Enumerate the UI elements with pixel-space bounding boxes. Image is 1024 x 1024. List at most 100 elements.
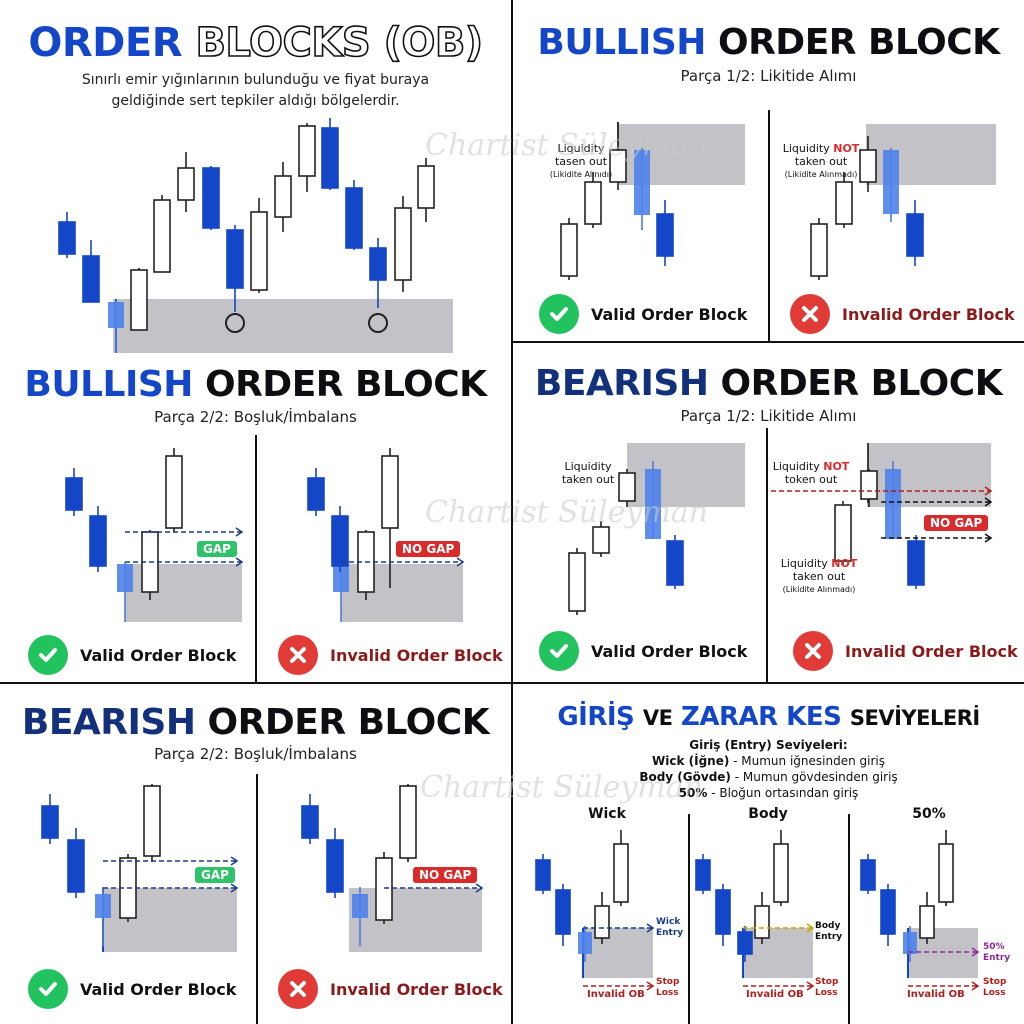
bearish-candle bbox=[737, 931, 753, 955]
bearish-candle bbox=[345, 187, 363, 249]
bearish-gap-chart bbox=[41, 774, 484, 1024]
entry-levels-text: Giriş (Entry) Seviyeleri: Wick (İğne) - … bbox=[513, 737, 1024, 801]
arrow-head bbox=[984, 497, 993, 507]
wick-touch-circle bbox=[225, 313, 245, 333]
bullish-candle bbox=[834, 504, 852, 562]
bullish-candle bbox=[859, 149, 877, 183]
check-icon bbox=[28, 635, 68, 675]
wick-invalid-label: Invalid OB bbox=[587, 989, 645, 1000]
order-block-zone bbox=[583, 928, 653, 978]
bearish-gap-title: BEARISH ORDER BLOCK bbox=[0, 702, 511, 743]
gap-tag: GAP bbox=[197, 541, 237, 557]
bearish-liquidity-panel: BEARISH ORDER BLOCK Parça 1/2: Likitide … bbox=[513, 343, 1024, 682]
status-text: Invalid Order Block bbox=[842, 304, 1015, 324]
title-order-block-word: ORDER BLOCK bbox=[204, 364, 487, 405]
invalid-status: Invalid Order Block bbox=[793, 631, 1018, 671]
valid-status: Valid Order Block bbox=[28, 969, 236, 1009]
divider-left-1 bbox=[0, 682, 512, 684]
order-block-candle bbox=[645, 469, 661, 539]
order-block-candle bbox=[634, 150, 650, 215]
arrow-head bbox=[971, 981, 980, 991]
bearish-candle bbox=[58, 221, 76, 255]
bullish-candle bbox=[130, 269, 148, 331]
bearish-candle bbox=[226, 229, 244, 289]
bearish-candle bbox=[331, 515, 349, 567]
bearish-candle bbox=[860, 859, 876, 891]
title-bullish-word: BULLISH bbox=[537, 22, 706, 63]
body-stop-label: Stop Loss bbox=[815, 977, 838, 999]
label-line: Entry bbox=[815, 932, 843, 942]
title-bullish-word: BULLISH bbox=[24, 364, 193, 405]
label-line: Liquidity bbox=[772, 460, 820, 473]
bullish-candle bbox=[250, 211, 268, 291]
bearish-candle bbox=[906, 213, 924, 257]
order-block-zone bbox=[349, 888, 482, 952]
column-title-body: Body bbox=[748, 806, 788, 822]
bearish-liquidity-chart bbox=[568, 428, 993, 682]
label-line: Liquidity bbox=[557, 142, 605, 155]
bearish-gap-subtitle: Parça 2/2: Boşluk/İmbalans bbox=[154, 745, 357, 763]
label-line: Liquidity bbox=[782, 142, 830, 155]
arrow-head bbox=[646, 981, 655, 991]
entry-line-body: Body (Gövde) - Mumun gövdesinden giriş bbox=[513, 769, 1024, 785]
invalid-liquidity-label: Liquidity NOT taken out (Likidite Alınma… bbox=[771, 142, 871, 181]
bullish-candle bbox=[394, 207, 412, 281]
label-line: Loss bbox=[656, 988, 679, 998]
label-line: Body bbox=[815, 921, 841, 931]
status-text: Valid Order Block bbox=[80, 979, 237, 999]
title-order-block-word: ORDER BLOCK bbox=[717, 22, 1000, 63]
status-text: Valid Order Block bbox=[80, 645, 237, 665]
check-icon bbox=[28, 969, 68, 1009]
bullish-candle bbox=[810, 223, 828, 277]
bullish-candle bbox=[584, 181, 602, 225]
order-blocks-title: ORDER BLOCKS (OB) bbox=[0, 19, 511, 67]
label-note: (Likidite Alınıdı) bbox=[549, 170, 613, 179]
bullish-candle bbox=[177, 167, 195, 201]
bearish-candle bbox=[67, 839, 85, 893]
bullish-candle bbox=[143, 785, 161, 857]
term: Body (Gövde) bbox=[639, 770, 731, 784]
body-entry-label: Body Entry bbox=[815, 921, 842, 943]
order-blocks-chart bbox=[58, 118, 453, 353]
definition: - Mumun iğnesinden giriş bbox=[729, 754, 885, 768]
title-word: ZARAR KES bbox=[680, 702, 842, 732]
entry-line-wick: Wick (İğne) - Mumun iğnesinden giriş bbox=[513, 753, 1024, 769]
bearish-candle bbox=[907, 540, 925, 586]
arrow-head bbox=[646, 923, 655, 933]
bearish-candle bbox=[666, 540, 684, 586]
bearish-candle bbox=[41, 805, 59, 839]
no-gap-tag: NO GAP bbox=[924, 515, 989, 531]
bullish-candle bbox=[938, 843, 954, 903]
definition: - Bloğun ortasından giriş bbox=[707, 786, 859, 800]
bearish-liquidity-title: BEARISH ORDER BLOCK bbox=[513, 363, 1024, 404]
order-block-zone bbox=[627, 443, 745, 507]
arrow-head bbox=[971, 947, 980, 957]
fifty-stop-label: Stop Loss bbox=[983, 977, 1006, 999]
column-title-50: 50% bbox=[912, 806, 946, 822]
bullish-candle bbox=[860, 470, 878, 500]
term: 50% bbox=[678, 786, 708, 800]
check-icon bbox=[539, 294, 579, 334]
invalid-status: Invalid Order Block bbox=[278, 969, 503, 1009]
body-invalid-label: Invalid OB bbox=[746, 989, 804, 1000]
label-line: Loss bbox=[815, 988, 838, 998]
title-word: GİRİŞ bbox=[557, 702, 635, 732]
label-line: Stop bbox=[656, 977, 680, 987]
status-text: Invalid Order Block bbox=[845, 641, 1018, 661]
order-blocks-panel: ORDER BLOCKS (OB) Sınırlı emir yığınları… bbox=[0, 0, 511, 360]
bullish-candle bbox=[594, 905, 610, 939]
status-text: Invalid Order Block bbox=[330, 645, 503, 665]
bullish-candle bbox=[560, 223, 578, 277]
no-gap-tag: NO GAP bbox=[396, 541, 461, 557]
bullish-gap-title: BULLISH ORDER BLOCK bbox=[0, 364, 511, 405]
title-order-block-word: ORDER BLOCK bbox=[720, 363, 1003, 404]
order-block-candle bbox=[903, 932, 917, 954]
bearish-liquidity-subtitle: Parça 1/2: Likitide Alımı bbox=[680, 407, 857, 425]
gap-tag: GAP bbox=[195, 867, 235, 883]
bearish-candle bbox=[535, 859, 551, 891]
arrow-head bbox=[235, 527, 244, 537]
order-blocks-description: Sınırlı emir yığınlarının bulunduğu ve f… bbox=[81, 72, 430, 109]
no-gap-tag: NO GAP bbox=[413, 867, 478, 883]
bearish-candle bbox=[89, 515, 107, 567]
arrow-head bbox=[230, 883, 239, 893]
